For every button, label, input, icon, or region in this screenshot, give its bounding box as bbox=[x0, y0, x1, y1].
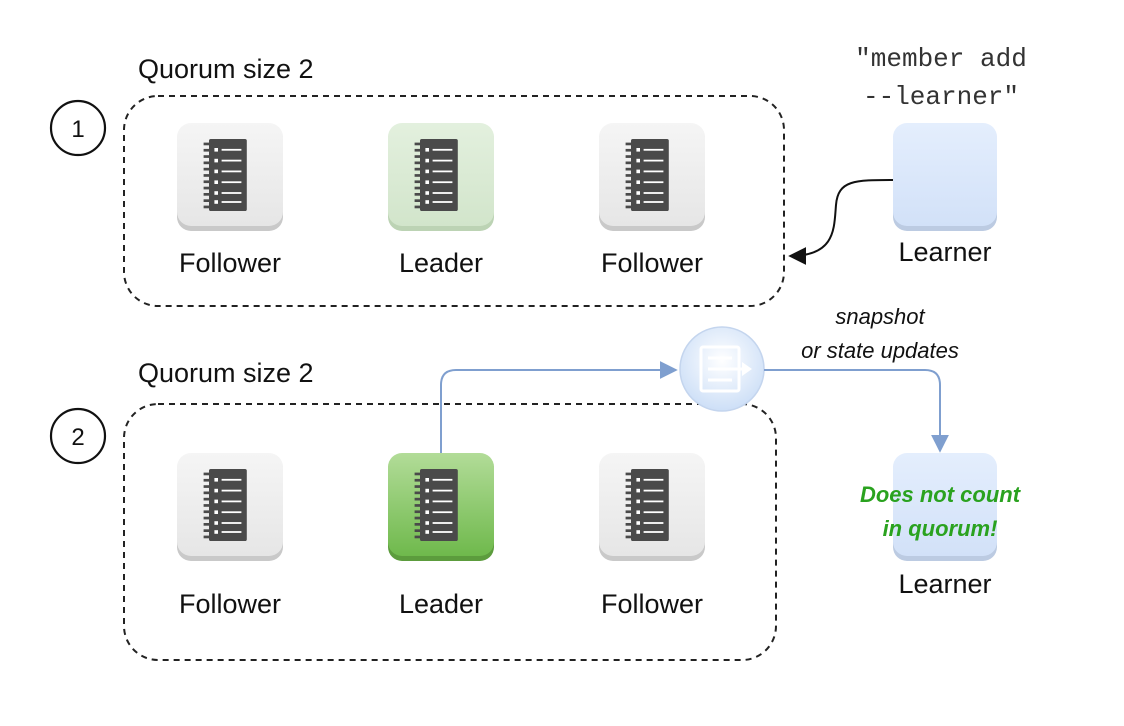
learner-node bbox=[893, 453, 997, 561]
cluster-1: 1 Quorum size 2 Follower Leader Follower… bbox=[49, 44, 1027, 307]
node-label: Follower bbox=[179, 589, 281, 619]
sync-arrow bbox=[764, 369, 949, 453]
server-log-icon bbox=[625, 469, 669, 541]
server-log-icon bbox=[625, 139, 669, 211]
follower-node bbox=[177, 453, 283, 561]
quorum-title-1: Quorum size 2 bbox=[138, 54, 314, 84]
quorum-warning: in quorum! bbox=[883, 516, 998, 541]
step-1-number: 1 bbox=[71, 116, 84, 143]
sync-note: snapshot bbox=[835, 304, 925, 329]
node-label: Follower bbox=[179, 248, 281, 278]
leader-node bbox=[388, 123, 494, 231]
follower-node bbox=[599, 123, 705, 231]
sync-note: or state updates bbox=[801, 338, 959, 363]
sync-arrow bbox=[440, 361, 678, 453]
learner-node bbox=[893, 123, 997, 231]
server-log-icon bbox=[203, 469, 247, 541]
leader-node bbox=[388, 453, 494, 561]
learner-label: Learner bbox=[898, 237, 991, 267]
command-text: "member add bbox=[855, 44, 1027, 74]
quorum-warning: Does not count bbox=[860, 482, 1022, 507]
step-1-badge bbox=[49, 99, 107, 157]
follower-node bbox=[599, 453, 705, 561]
server-log-icon bbox=[414, 469, 458, 541]
node-label: Follower bbox=[601, 248, 703, 278]
server-log-icon bbox=[414, 139, 458, 211]
message-transfer-icon bbox=[679, 326, 765, 412]
server-log-icon bbox=[203, 139, 247, 211]
follower-node bbox=[177, 123, 283, 231]
learner-label: Learner bbox=[898, 569, 991, 599]
quorum-title-2: Quorum size 2 bbox=[138, 358, 314, 388]
node-label: Follower bbox=[601, 589, 703, 619]
command-text: --learner" bbox=[863, 82, 1019, 112]
step-2-badge bbox=[49, 407, 107, 465]
node-label: Leader bbox=[399, 248, 483, 278]
quorum-boundary-1 bbox=[123, 95, 785, 307]
join-arrow bbox=[788, 179, 894, 265]
quorum-boundary-2 bbox=[123, 403, 777, 661]
node-label: Leader bbox=[399, 589, 483, 619]
cluster-2: 2 Quorum size 2 Follower Leader Follower bbox=[49, 304, 1022, 661]
step-2-number: 2 bbox=[71, 424, 84, 451]
